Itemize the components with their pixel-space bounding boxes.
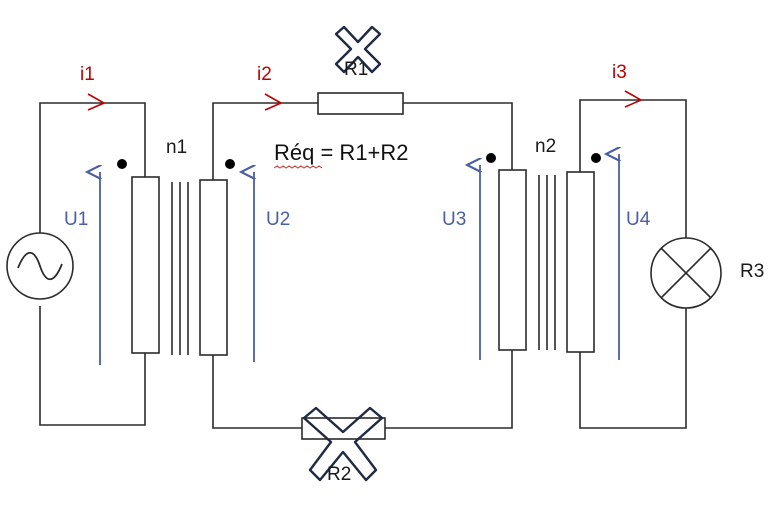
- current-label-i1: i1: [80, 64, 95, 85]
- lamp-icon: [650, 237, 722, 309]
- resistor-label-r2: R2: [327, 464, 351, 485]
- resistor-label-r1: R1: [344, 59, 368, 80]
- transformer-2-secondary-coil: [566, 171, 595, 353]
- transformer-2: [498, 169, 595, 353]
- secondary-top-wire: [579, 99, 687, 238]
- winding-label-n1: n1: [166, 137, 187, 158]
- voltage-label-u3: U3: [442, 209, 466, 230]
- voltage-arrows: [100, 154, 619, 365]
- middle-bottom-left-wire: [212, 355, 302, 429]
- current-arrowhead-i3: [624, 90, 643, 108]
- polarity-dot: [117, 159, 127, 169]
- r2-cross-mark-icon: [302, 406, 384, 482]
- wiring: [39, 99, 687, 429]
- resistor-label-r3: R3: [740, 261, 764, 282]
- transformer-2-primary-coil: [498, 169, 527, 351]
- transformer-1-primary-coil: [131, 176, 160, 354]
- voltage-label-u1: U1: [64, 209, 88, 230]
- middle-top-left-wire: [212, 102, 318, 180]
- resistor-r1: [317, 92, 404, 115]
- polarity-dot: [486, 153, 496, 163]
- polarity-dot: [591, 153, 601, 163]
- r1-cross-mark-icon: [334, 25, 382, 74]
- equivalent-resistance-equation: Réq = R1+R2: [274, 140, 409, 165]
- spellcheck-underline: [273, 165, 323, 169]
- polarity-dots: [117, 153, 601, 169]
- current-arrowheads: [87, 90, 643, 111]
- current-label-i3: i3: [612, 62, 627, 83]
- primary-top-wire: [39, 102, 146, 288]
- current-arrowhead-i1: [87, 93, 106, 111]
- middle-bottom-right-wire: [385, 350, 513, 429]
- transformer-1-secondary-coil: [199, 179, 228, 356]
- transformer-1: [131, 176, 228, 356]
- primary-bottom-wire: [39, 306, 146, 426]
- polarity-dot: [225, 159, 235, 169]
- current-label-i2: i2: [257, 64, 272, 85]
- voltage-label-u4: U4: [626, 209, 651, 230]
- ac-source-icon: [6, 232, 74, 300]
- voltage-label-u2: U2: [266, 209, 290, 230]
- secondary-bottom-wire: [579, 308, 687, 429]
- winding-label-n2: n2: [535, 136, 556, 157]
- middle-top-right-wire: [403, 102, 513, 170]
- current-arrowhead-i2: [264, 93, 283, 111]
